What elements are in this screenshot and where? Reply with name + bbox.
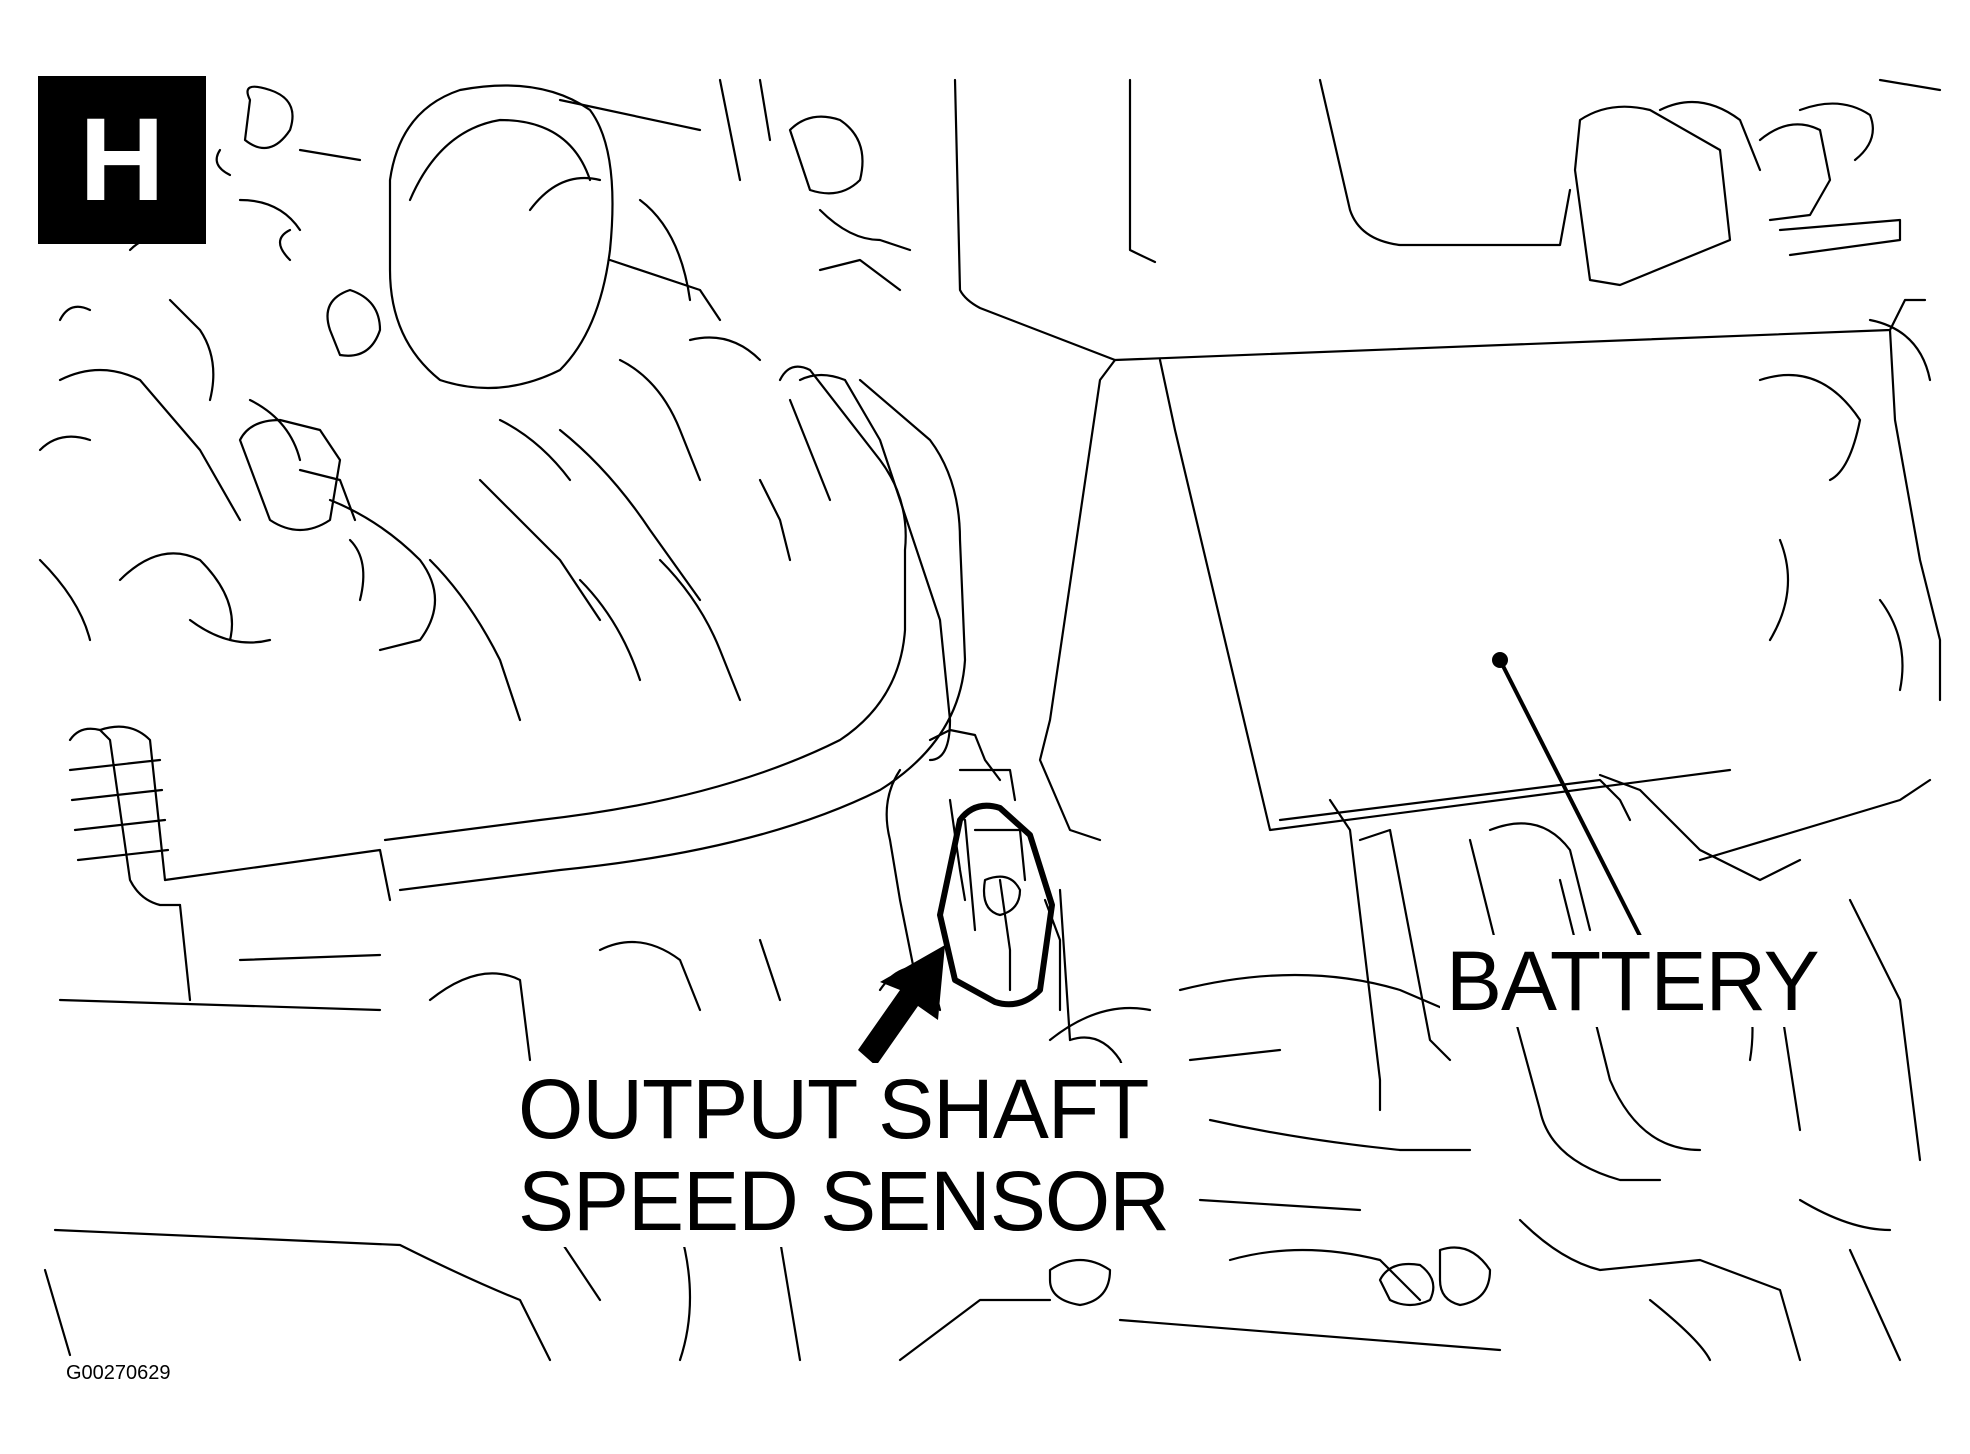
circle-highlight-icon xyxy=(937,802,1055,1008)
engine-linework xyxy=(38,78,1942,1362)
figure-code: G00270629 xyxy=(66,1362,171,1384)
sensor-callout: OUTPUT SHAFT SPEED SENSOR xyxy=(512,1063,1175,1247)
sensor-label-line1: OUTPUT SHAFT xyxy=(518,1062,1149,1156)
black-arrow-icon xyxy=(858,945,945,1066)
battery-callout: BATTERY xyxy=(1440,935,1825,1027)
view-badge: H xyxy=(38,76,206,244)
battery-leader-line xyxy=(1498,659,1644,941)
sensor-label-line2: SPEED SENSOR xyxy=(518,1154,1170,1248)
battery-leader-dot xyxy=(1492,652,1508,668)
